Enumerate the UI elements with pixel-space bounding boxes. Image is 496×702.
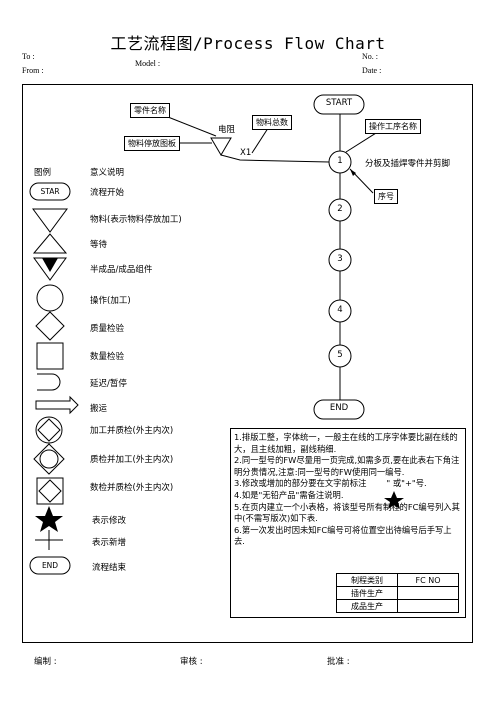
notes-box: 1.排版工整，字体统一，一般主在线的工序字体要比副在线的大，且主线加粗，副线稍细… xyxy=(230,428,466,618)
start-terminal xyxy=(313,94,365,115)
operation-name-callout: 操作工序名称 xyxy=(365,119,421,134)
material-qty: X1 xyxy=(240,148,252,158)
legend-item: 表示修改 xyxy=(92,516,127,526)
sequence-callout: 序号 xyxy=(374,189,398,204)
legend-quality-symbol xyxy=(35,311,65,341)
legend-item: 流程开始 xyxy=(90,188,125,198)
legend-item: 延迟/暂停 xyxy=(90,379,127,389)
note-line: 1.排版工整，字体统一，一般主在线的工序字体要比副在线的大，且主线加粗，副线稍细… xyxy=(234,432,458,454)
legend-end-symbol xyxy=(29,556,71,575)
no-label: No. : xyxy=(362,52,378,61)
table-cell: 成品生产 xyxy=(336,599,398,613)
table-cell xyxy=(397,599,459,613)
model-label: Model : xyxy=(135,59,161,68)
material-triangle xyxy=(210,137,232,156)
legend-item: 流程结束 xyxy=(92,563,127,573)
legend-item: 质检并加工(外主内次) xyxy=(90,455,174,465)
material-total-callout: 物料总数 xyxy=(252,115,292,130)
table-row: 插件生产 xyxy=(336,586,459,600)
storage-board-callout: 物料停放图板 xyxy=(124,136,180,151)
step-circle-4 xyxy=(328,299,352,323)
part-name-callout: 零件名称 xyxy=(130,103,170,118)
step-circle-2 xyxy=(328,198,352,222)
notes-modify-star xyxy=(384,491,404,509)
step-number-1: 1 xyxy=(337,156,343,166)
legend-start-text: STAR xyxy=(40,187,60,196)
step-circle-5 xyxy=(328,344,352,368)
legend-meaning-header: 意义说明 xyxy=(90,168,125,178)
legend-material-symbol xyxy=(32,208,68,233)
legend-wait-symbol xyxy=(32,233,68,254)
prepared-by-label: 编制 : xyxy=(34,657,57,667)
table-header-cell: FC NO xyxy=(397,573,459,587)
table-cell xyxy=(397,586,459,600)
note-line: 2.同一型号的FW尽量用一页完成,如需多页,要在此表右下角注明分贵情况,注意:同… xyxy=(234,455,460,477)
step-number-5: 5 xyxy=(337,350,343,360)
table-row: 成品生产 xyxy=(336,599,459,613)
legend-modify-star xyxy=(35,506,63,532)
chart-frame xyxy=(22,84,473,643)
step1-description: 分板及插焊零件并剪脚 xyxy=(365,159,451,169)
part-name-value: 电阻 xyxy=(218,125,236,135)
note-line: 4.如是"无铅产品"需备注说明. xyxy=(234,489,344,500)
legend-item: 半成品/成品组件 xyxy=(90,265,153,275)
from-label: From : xyxy=(22,66,44,75)
legend-item: 数量检验 xyxy=(90,352,125,362)
date-label: Date : xyxy=(362,66,382,75)
legend-item: 搬运 xyxy=(90,404,108,414)
to-label: To : xyxy=(22,52,35,61)
legend-item: 物料(表示物料停放加工) xyxy=(90,215,182,225)
notes-text: 1.排版工整，字体统一，一般主在线的工序字体要比副在线的大，且主线加粗，副线稍细… xyxy=(234,432,462,548)
start-label: START xyxy=(325,98,353,108)
end-terminal xyxy=(313,399,365,420)
note-line: 5.在页内建立一个小表格，将该型号所有制程的FC编号列入其中(不需写版次)如下表… xyxy=(234,501,460,524)
note-line: 3.修改或增加的部分要在文字前标注" 或"+"号. xyxy=(234,478,427,489)
fc-number-table: 制程类别 FC NO 插件生产 成品生产 xyxy=(336,573,459,613)
reviewed-by-label: 审核 : xyxy=(180,657,203,667)
table-header-row: 制程类别 FC NO xyxy=(336,573,459,587)
legend-item: 数检并质检(外主内次) xyxy=(90,483,174,493)
step-circle-3 xyxy=(328,248,352,272)
step-number-3: 3 xyxy=(337,254,343,264)
legend-item: 质量检验 xyxy=(90,324,125,334)
page-title: 工艺流程图/Process Flow Chart xyxy=(110,34,386,53)
legend-item: 加工并质检(外主内次) xyxy=(90,426,174,436)
legend-title: 图例 xyxy=(34,168,52,178)
table-cell: 插件生产 xyxy=(336,586,398,600)
step-number-4: 4 xyxy=(337,305,343,315)
approved-by-label: 批准 : xyxy=(327,657,350,667)
legend-item: 表示新增 xyxy=(92,538,127,548)
legend-end-text: END xyxy=(41,561,59,570)
end-label: END xyxy=(329,403,349,413)
legend-transport-symbol xyxy=(35,395,79,415)
legend-quantity-symbol xyxy=(36,342,64,370)
note-line: 6.第一次发出时因未知FC编号可将位置空出待编号后手写上去. xyxy=(234,524,452,547)
legend-delay-symbol xyxy=(37,373,61,391)
legend-operation-symbol xyxy=(36,284,64,312)
table-header-cell: 制程类别 xyxy=(336,573,398,587)
step-number-2: 2 xyxy=(337,204,343,214)
legend-item: 等待 xyxy=(90,240,108,250)
legend-start-symbol xyxy=(29,182,71,201)
legend-item: 操作(加工) xyxy=(90,296,131,306)
